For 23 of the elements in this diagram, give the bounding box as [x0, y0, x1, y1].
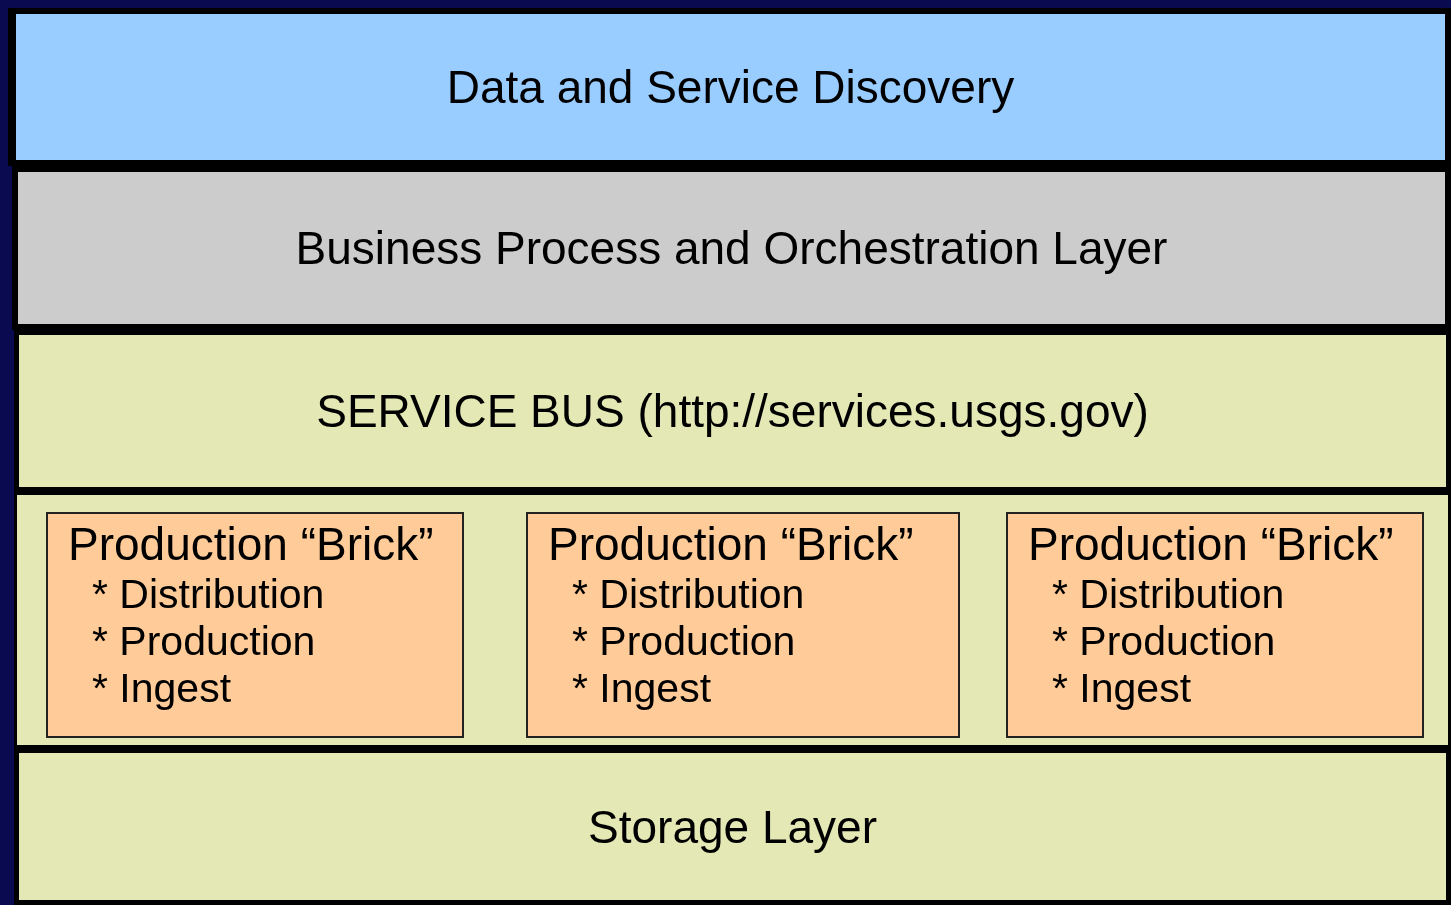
bullet-item: * Production — [91, 618, 317, 666]
brick-title: Production “Brick” — [548, 518, 915, 571]
layer-band — [8, 8, 1451, 166]
brick-title: Production “Brick” — [68, 518, 435, 571]
brick-box — [1006, 512, 1424, 738]
bullet-item: * Production — [571, 618, 797, 666]
layer-band — [14, 748, 1451, 905]
layer-title: SERVICE BUS (http://services.usgs.gov) — [316, 384, 1149, 438]
layer-band — [14, 330, 1451, 492]
bullet-item: * Ingest — [1051, 665, 1193, 713]
brick-box — [46, 512, 464, 738]
bullet-item: * Ingest — [571, 665, 713, 713]
layer-title: Business Process and Orchestration Layer — [295, 221, 1168, 275]
bullet-item: * Distribution — [91, 570, 326, 619]
layer-title: Storage Layer — [588, 799, 877, 854]
bullet-item: * Ingest — [91, 665, 233, 713]
layer-band — [14, 492, 1451, 748]
brick-box — [526, 512, 960, 738]
bullet-item: * Distribution — [1051, 570, 1286, 619]
bullet-item: * Distribution — [571, 570, 806, 619]
brick-title: Production “Brick” — [1028, 518, 1395, 571]
layer-title: Data and Service Discovery — [446, 60, 1015, 114]
bullet-item: * Production — [1051, 618, 1277, 666]
